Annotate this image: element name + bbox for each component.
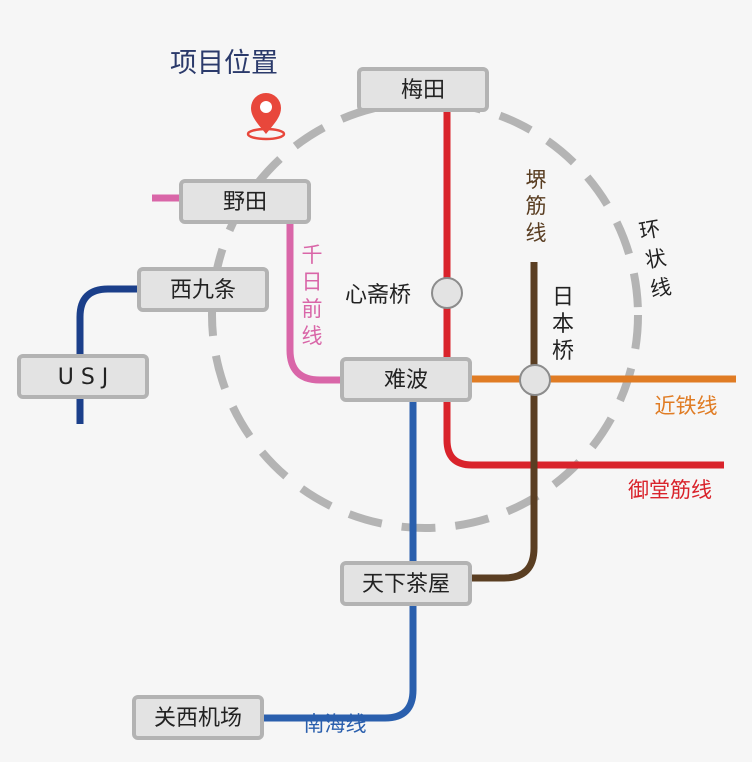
sennichimae-line-label: 千 日 前 线 <box>302 243 323 348</box>
nipponbashi-interchange <box>519 364 551 396</box>
station-tengachaya-label: 天下茶屋 <box>362 572 450 597</box>
svg-text:前: 前 <box>302 297 323 321</box>
station-umeda-label: 梅田 <box>401 78 445 103</box>
nankai-line-label: 南海线 <box>304 712 367 736</box>
midosuji-line-label: 御堂筋线 <box>628 478 712 502</box>
svg-text:日: 日 <box>552 285 574 310</box>
svg-text:线: 线 <box>302 324 323 348</box>
sakaisuji-line <box>472 262 538 582</box>
usj-branch-line <box>76 285 138 424</box>
station-nishikujo[interactable]: 西九条 <box>137 267 269 312</box>
svg-text:日: 日 <box>302 270 323 294</box>
station-noda-label: 野田 <box>223 190 267 215</box>
svg-text:线: 线 <box>648 274 673 301</box>
station-nipponbashi-label: 日 本 桥 <box>552 285 574 364</box>
station-usj[interactable]: U S J <box>17 354 149 399</box>
station-noda[interactable]: 野田 <box>179 179 311 224</box>
kintetsu-line-label: 近铁线 <box>655 394 718 418</box>
svg-text:环: 环 <box>637 216 662 243</box>
location-pin-icon[interactable] <box>246 93 286 141</box>
station-tengachaya[interactable]: 天下茶屋 <box>340 561 472 606</box>
station-kix[interactable]: 关西机场 <box>132 695 264 740</box>
shinsaibashi-interchange <box>431 277 463 309</box>
project-location-title: 项目位置 <box>170 48 278 79</box>
midosuji-line <box>443 108 724 469</box>
svg-text:堺: 堺 <box>526 168 547 192</box>
station-usj-label: U S J <box>58 365 109 390</box>
svg-text:本: 本 <box>552 312 574 337</box>
station-namba-label: 难波 <box>384 368 428 393</box>
svg-text:筋: 筋 <box>526 194 547 218</box>
station-kix-label: 关西机场 <box>154 706 242 731</box>
svg-text:桥: 桥 <box>552 339 574 364</box>
station-shinsaibashi-label: 心斋桥 <box>345 283 411 308</box>
sakaisuji-line-label: 堺 筋 线 <box>526 168 547 245</box>
svg-text:状: 状 <box>643 245 668 272</box>
svg-text:千: 千 <box>302 243 323 267</box>
loop-line-label: 环 状 线 <box>637 216 673 301</box>
station-namba[interactable]: 难波 <box>340 357 472 402</box>
svg-text:线: 线 <box>526 221 547 245</box>
station-nishikujo-label: 西九条 <box>170 278 236 303</box>
nankai-line <box>264 400 417 722</box>
station-umeda[interactable]: 梅田 <box>357 67 489 112</box>
sennichimae-line <box>286 222 342 384</box>
